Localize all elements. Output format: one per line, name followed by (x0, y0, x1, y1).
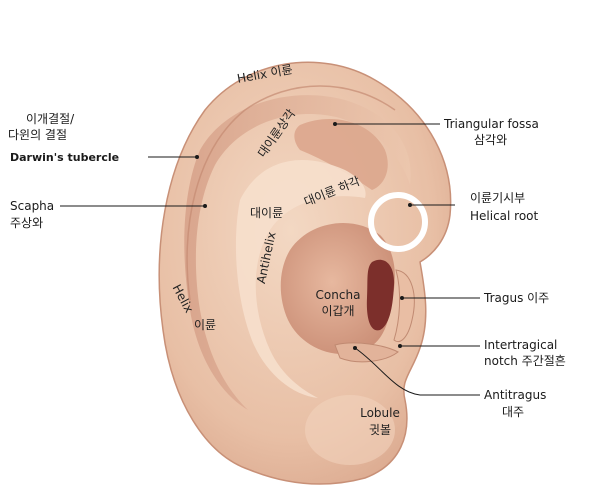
helical-root-highlight-ring (368, 192, 428, 252)
darwin-label-kr-2: 다윈의 결절 (8, 128, 68, 142)
antihelix-ridge (235, 160, 366, 398)
triangular-fossa-label-kr: 삼각와 (474, 133, 508, 147)
concha-bowl (280, 223, 395, 355)
lobule-en-label: Lobule (360, 406, 400, 420)
leader-antitragus (354, 347, 480, 396)
helical-root-label-en: Helical root (470, 209, 539, 223)
helix-inner-rim (186, 85, 396, 301)
lobule-shading (305, 395, 395, 465)
helical-root-label-kr: 이륜기시부 (470, 191, 526, 205)
helix-side-kr-label: 이륜 (194, 318, 217, 332)
concha-kr-label: 이갑개 (321, 304, 355, 318)
tragus-shape (393, 269, 415, 343)
leader-lines (60, 123, 480, 396)
tragus-label: Tragus 이주 (484, 291, 550, 305)
scapha-label-kr: 주상와 (10, 216, 44, 230)
antitragus-shape (334, 342, 399, 363)
leader-dots (195, 122, 412, 350)
scapha-groove (184, 95, 411, 410)
darwin-label-en: Darwin's tubercle (10, 151, 120, 164)
concha-en-label: Concha (315, 288, 361, 302)
darwin-label-kr-1: 이개결절/ (26, 112, 75, 126)
scapha-label-en: Scapha (10, 199, 55, 213)
triangular-fossa-label-en: Triangular fossa (444, 117, 539, 131)
antitragus-label-en: Antitragus (484, 388, 547, 402)
ear-canal (366, 259, 395, 331)
antihelix-kr-label: 대이륜 (250, 206, 284, 220)
intertragical-label-1: Intertragical (484, 338, 558, 352)
lobule-kr-label: 귓볼 (368, 423, 392, 437)
intertragical-label-2: notch 주간절흔 (484, 354, 566, 368)
triangular-fossa-shape (294, 118, 388, 190)
antitragus-label-kr: 대주 (502, 405, 525, 419)
